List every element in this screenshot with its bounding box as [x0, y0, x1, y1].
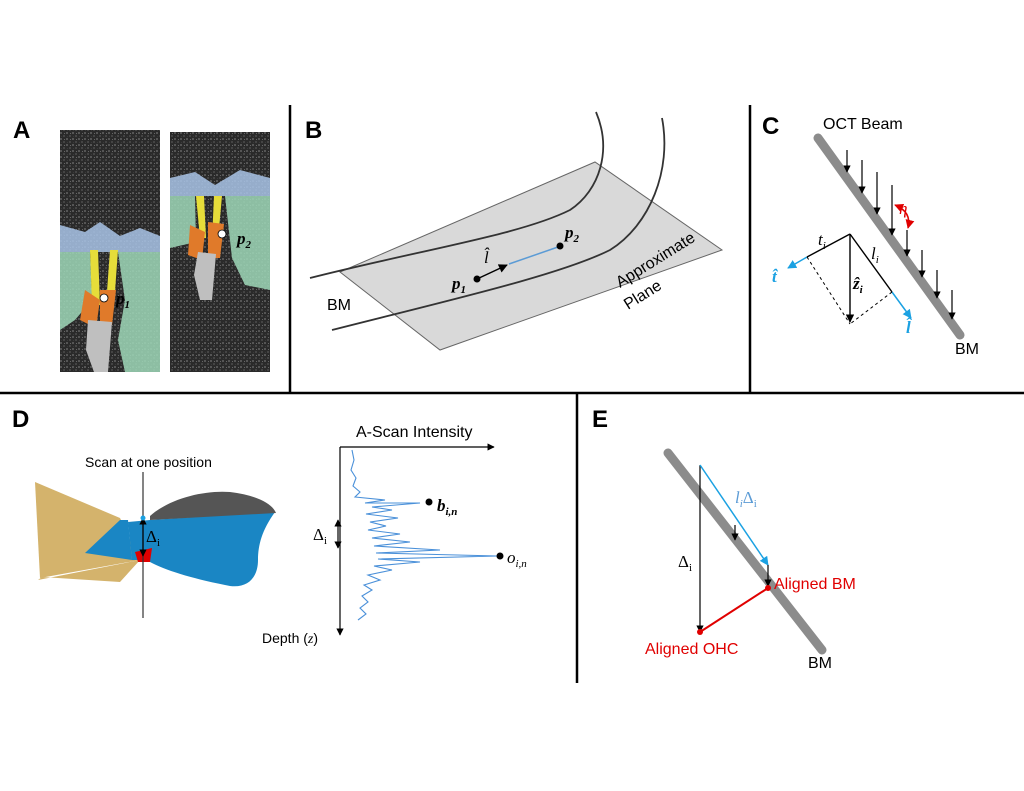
label-bm: BM	[955, 341, 979, 358]
label-intensity-axis: A-Scan Intensity	[356, 424, 473, 441]
label-l-i: li	[871, 244, 879, 266]
panel-label-c: C	[762, 113, 779, 140]
bm-curve-upper	[309, 111, 604, 279]
panel-label-e: E	[592, 406, 608, 433]
label-t-i: ti	[818, 230, 826, 252]
panel-label-d: D	[12, 406, 29, 433]
label-aligned-ohc: Aligned OHC	[645, 641, 738, 658]
panel-label-a: A	[13, 117, 30, 144]
aligned-ohc-point	[697, 629, 703, 635]
panel-e: E liΔi Δi Aligned BM Aligned OHC BM	[592, 406, 856, 672]
label-l-hat: l̂	[906, 317, 912, 337]
aligned-bm-point	[765, 585, 771, 591]
panel-dividers	[0, 105, 1024, 683]
label-eta: η	[899, 199, 907, 218]
bm-rod	[663, 448, 827, 655]
label-l-hat: l̂	[484, 248, 490, 267]
label-delta-i-right: Δi	[313, 525, 327, 547]
bm-rod	[813, 133, 965, 340]
label-bm: BM	[327, 297, 351, 314]
blue-region-left	[85, 520, 132, 560]
label-delta-i-left: Δi	[146, 527, 160, 549]
label-p2: p2	[563, 223, 580, 245]
oct-image-right	[170, 132, 270, 372]
bm-curve-lower	[331, 117, 666, 331]
aligned-line	[699, 587, 769, 633]
label-scan-one-position: Scan at one position	[85, 454, 212, 470]
panel-label-b: B	[305, 117, 322, 144]
label-z-i: ẑi	[852, 274, 864, 296]
label-bm: BM	[808, 655, 832, 672]
l-i-vector	[849, 233, 893, 293]
label-oct-beam: OCT Beam	[823, 116, 903, 133]
dashed-t-projection	[806, 256, 851, 325]
label-b: bi,n	[437, 496, 457, 518]
tan-region-lower	[38, 560, 140, 582]
p1-p2-line	[508, 246, 559, 265]
point-p1	[473, 275, 481, 283]
gray-cap	[150, 491, 276, 520]
panel-a: A p1 p2	[13, 117, 270, 372]
oct-beam-arrows	[843, 150, 956, 320]
label-l-delta: liΔi	[735, 488, 757, 510]
point-o	[496, 552, 504, 560]
label-delta-i: Δi	[678, 552, 692, 574]
l-hat-arrow	[476, 264, 508, 280]
label-aligned-bm: Aligned BM	[774, 576, 856, 593]
eta-angle-arc	[894, 203, 915, 229]
label-p2: p2	[235, 229, 252, 251]
l-delta-arrow	[699, 464, 769, 566]
l-hat-arrow	[891, 291, 912, 319]
point-b	[425, 498, 433, 506]
panel-d: D Scan at one position Δi A-Scan Intensi…	[12, 406, 527, 647]
t-hat-arrow	[787, 256, 808, 269]
blue-region-right	[150, 512, 275, 587]
panel-c: C OCT Beam η ti li ẑi t̂ l̂ BM	[762, 113, 979, 358]
label-o: oi,n	[507, 548, 527, 570]
dashed-l-projection	[849, 291, 893, 325]
label-p1: p1	[450, 274, 466, 296]
point-p2	[556, 242, 564, 250]
bm-point	[140, 515, 146, 521]
oct-image-left	[60, 130, 160, 372]
t-i-vector	[806, 233, 851, 258]
a-scan-trace	[350, 449, 499, 621]
label-depth-axis: Depth (z)	[262, 630, 318, 647]
label-p1: p1	[114, 289, 130, 311]
label-t-hat: t̂	[772, 267, 778, 286]
panel-b: B l̂ p1 p2 BM Approximate Plane	[305, 111, 724, 351]
